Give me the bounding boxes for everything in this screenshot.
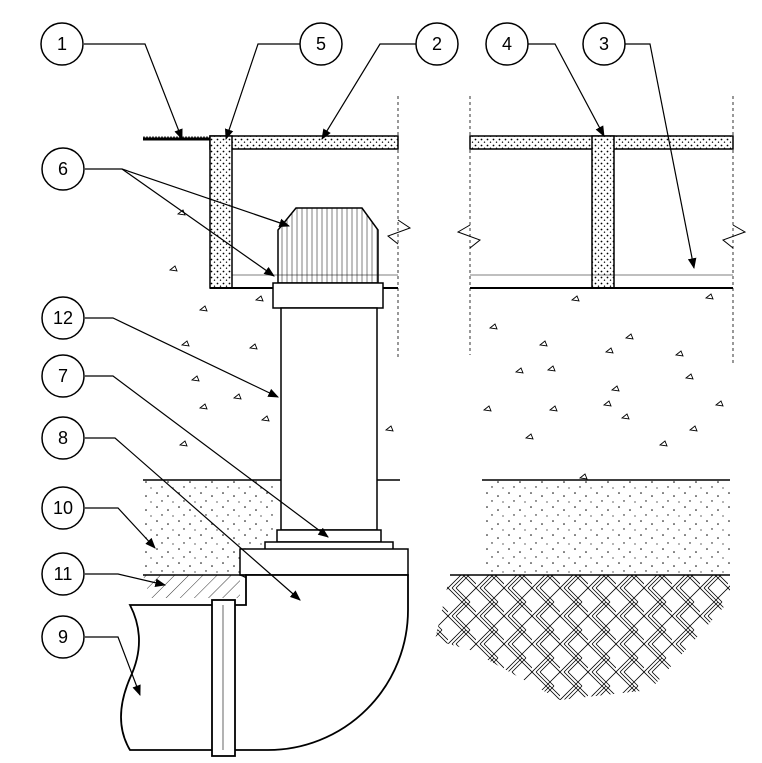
svg-text:12: 12 xyxy=(53,308,73,328)
horizontal-pipe xyxy=(120,604,215,751)
sand-bedding-right xyxy=(482,481,730,573)
pipe-collar xyxy=(276,529,382,543)
svg-text:5: 5 xyxy=(316,34,326,54)
callout-12: 12 xyxy=(41,296,85,340)
perimeter-insulation xyxy=(209,135,233,289)
topping-layer xyxy=(209,135,399,150)
callout-11: 11 xyxy=(41,552,85,596)
right-section xyxy=(435,96,747,700)
svg-text:9: 9 xyxy=(58,627,68,647)
riser-pipe xyxy=(280,307,378,531)
svg-text:10: 10 xyxy=(53,498,73,518)
callout-9: 9 xyxy=(41,615,85,659)
svg-text:4: 4 xyxy=(502,34,512,54)
svg-text:3: 3 xyxy=(599,34,609,54)
callout-10: 10 xyxy=(41,486,85,530)
callout-2: 2 xyxy=(415,22,459,66)
callout-8: 8 xyxy=(41,416,85,460)
callout-1: 1 xyxy=(40,22,84,66)
compacted-soil xyxy=(143,575,240,598)
callout-3: 3 xyxy=(582,22,626,66)
leader-lines xyxy=(84,43,697,697)
svg-text:7: 7 xyxy=(58,366,68,386)
pipe-elbow xyxy=(231,574,409,751)
svg-text:2: 2 xyxy=(432,34,442,54)
callout-4: 4 xyxy=(485,22,529,66)
expansion-joint xyxy=(591,135,615,289)
concrete-aggregate xyxy=(168,209,394,447)
pipe-coupling xyxy=(211,599,236,757)
callout-6: 6 xyxy=(41,147,85,191)
native-soil xyxy=(435,575,730,700)
callout-7: 7 xyxy=(41,354,85,398)
svg-text:1: 1 xyxy=(57,34,67,54)
left-section xyxy=(120,96,412,757)
callout-5: 5 xyxy=(299,22,343,66)
drain-flange xyxy=(272,282,384,309)
svg-text:8: 8 xyxy=(58,428,68,448)
svg-text:11: 11 xyxy=(54,564,73,584)
drain-body xyxy=(277,207,379,284)
svg-text:6: 6 xyxy=(58,159,68,179)
